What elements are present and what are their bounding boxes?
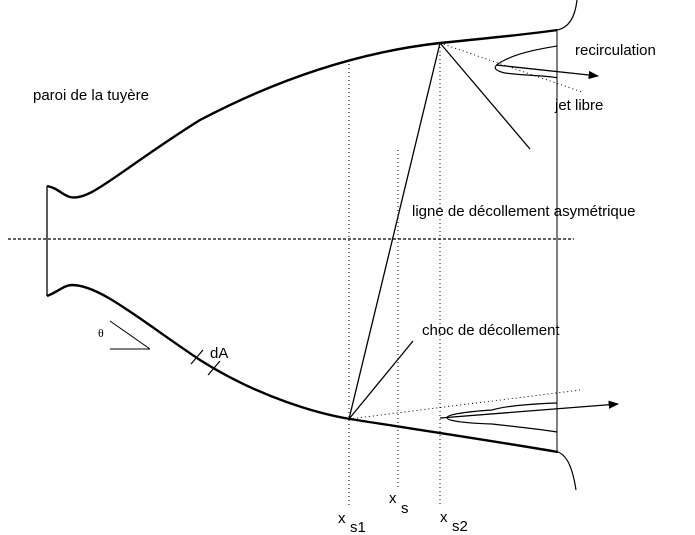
lower-wall — [46, 283, 559, 454]
lower-recirculation-profile — [446, 402, 558, 433]
xs-label: x — [389, 490, 397, 507]
theta-hypotenuse — [109, 320, 151, 350]
dA-tick-1 — [190, 349, 204, 365]
xs1-label: x — [338, 510, 346, 527]
lower-jet-boundary — [348, 389, 581, 420]
xs2-label: x — [440, 509, 448, 526]
theta-label: θ — [98, 326, 104, 340]
lower-jet-arrow — [439, 400, 620, 419]
asym-line-label: ligne de décollement asymétrique — [412, 203, 635, 220]
free-jet-label: jet libre — [554, 97, 603, 114]
upper-wall — [46, 28, 558, 199]
upper-shock — [439, 42, 531, 150]
dA-tick-2 — [207, 360, 221, 376]
upper-jet-arrow — [495, 64, 600, 80]
xs2-subscript: s2 — [452, 518, 468, 535]
upper-recirculation-profile — [494, 45, 558, 79]
wall-label: paroi de la tuyère — [33, 87, 149, 104]
lower-outer-curve — [557, 451, 577, 491]
asym-separation-line — [348, 42, 441, 420]
dA-label: dA — [210, 345, 228, 362]
xs1-subscript: s1 — [350, 519, 366, 535]
shock-label: choc de décollement — [422, 322, 560, 339]
upper-outer-curve — [556, 0, 578, 31]
recirculation-label: recirculation — [575, 42, 656, 59]
lower-shock — [348, 340, 414, 420]
xs-subscript: s — [401, 500, 409, 517]
